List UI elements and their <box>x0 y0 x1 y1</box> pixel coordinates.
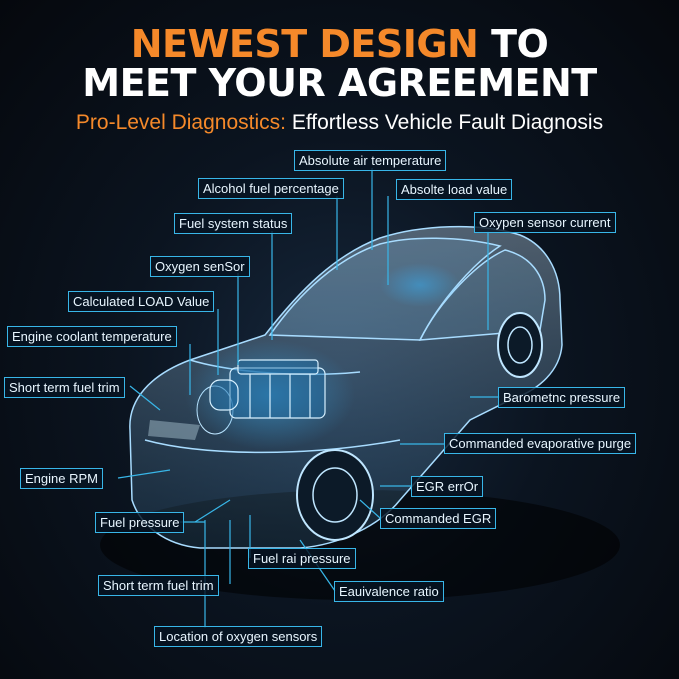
label-engine-rpm: Engine RPM <box>20 468 103 489</box>
label-location-of-oxygen-sensors: Location of oxygen sensors <box>154 626 323 647</box>
label-short-term-fuel-trim-1: Short term fuel trim <box>4 377 125 398</box>
headline-line-2: MEET YOUR AGREEMENT <box>82 61 597 105</box>
label-barometric-pressure: Barometnc pressure <box>498 387 626 408</box>
label-egr-error: EGR errOr <box>411 476 484 497</box>
subtitle: Pro-Level Diagnostics: Effortless Vehicl… <box>0 110 679 136</box>
subtitle-accent: Pro-Level Diagnostics: <box>75 111 286 134</box>
label-alcohol-fuel-percentage: Alcohol fuel percentage <box>198 178 344 199</box>
headline-rest: TO <box>478 22 549 66</box>
label-short-term-fuel-trim-2: Short term fuel trim <box>98 575 219 596</box>
headline-accent: NEWEST DESIGN <box>130 22 479 66</box>
label-fuel-pressure: Fuel pressure <box>95 512 185 533</box>
label-equivalence-ratio: Eauivalence ratio <box>334 581 444 602</box>
label-engine-coolant-temperature: Engine coolant temperature <box>7 326 177 347</box>
callout-lines <box>117 168 500 628</box>
headline-line-1: NEWEST DESIGN TO <box>0 24 679 64</box>
label-oxygen-sensor: Oxygen senSor <box>150 256 250 277</box>
label-commanded-egr: Commanded EGR <box>380 508 497 529</box>
label-calculated-load-value: Calculated LOAD Value <box>68 291 215 312</box>
label-fuel-system-status: Fuel system status <box>174 213 293 234</box>
label-absolute-load-value: Absolte load value <box>396 179 513 200</box>
label-oxygen-sensor-current: Oxypen sensor current <box>474 212 616 233</box>
engine <box>209 359 326 419</box>
subtitle-rest: Effortless Vehicle Fault Diagnosis <box>285 111 604 134</box>
label-commanded-evaporative-purge: Commanded evaporative purge <box>444 433 637 454</box>
label-fuel-rail-pressure: Fuel rai pressure <box>248 548 356 569</box>
label-absolute-air-temperature: Absolute air temperature <box>294 150 447 171</box>
wheels <box>196 312 543 541</box>
